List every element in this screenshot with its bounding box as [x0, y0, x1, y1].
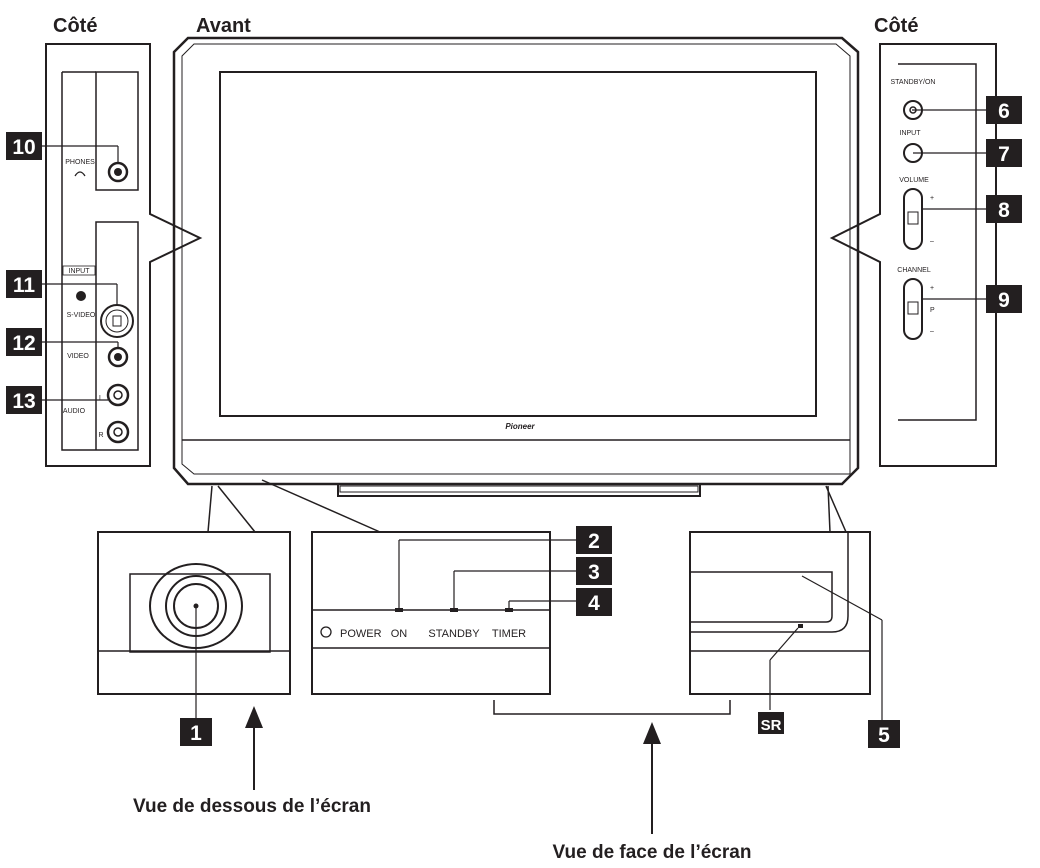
bottom-view-detail	[97, 485, 291, 695]
callout-13: 13	[6, 386, 42, 414]
channel-rocker	[903, 278, 923, 340]
front-view-bracket	[493, 700, 731, 715]
callout-10: 10	[6, 132, 42, 160]
arrow-front-view	[643, 722, 661, 834]
callout-11: 11	[6, 270, 42, 298]
callout-7: 7	[986, 139, 1022, 167]
svg-text:1: 1	[190, 722, 202, 745]
callout-3: 3	[576, 557, 612, 585]
svg-text:P: P	[930, 307, 935, 314]
callout-5: 5	[868, 720, 900, 748]
power-icon	[320, 626, 332, 638]
power-label: POWER	[340, 628, 382, 640]
callout-8: 8	[986, 195, 1022, 223]
svideo-label: S-VIDEO	[67, 312, 96, 319]
section-title-side-right: Côté	[874, 15, 918, 37]
callouts: 1 2 3 4 5 6 7 8	[6, 96, 1022, 748]
svg-text:–: –	[930, 238, 934, 245]
svg-text:3: 3	[588, 561, 600, 584]
side-panel-right: STANDBY/ON INPUT VOLUME + – CHANNEL + P …	[829, 43, 997, 467]
video-label: VIDEO	[67, 353, 89, 360]
section-title-side-left: Côté	[53, 15, 97, 37]
svg-text:4: 4	[588, 592, 600, 615]
volume-label: VOLUME	[899, 177, 929, 184]
svg-text:7: 7	[998, 143, 1010, 166]
sr-sensor-dot	[798, 624, 803, 628]
callout-1: 1	[180, 718, 212, 746]
audio-left-jack	[106, 383, 130, 407]
indicator-panel-detail: POWER ON STANDBY TIMER	[261, 479, 551, 695]
audio-r-label: R	[98, 432, 103, 439]
svg-text:13: 13	[12, 390, 35, 413]
svg-text:9: 9	[998, 289, 1010, 312]
callout-9: 9	[986, 285, 1022, 313]
svg-text:SR: SR	[761, 717, 782, 734]
timer-indicator	[505, 608, 513, 612]
standby-indicator	[450, 608, 458, 612]
timer-label: TIMER	[492, 628, 526, 640]
on-label: ON	[391, 628, 408, 640]
caption-bottom-view: Vue de dessous de l’écran	[133, 796, 371, 817]
standby-on-label: STANDBY/ON	[891, 79, 936, 86]
section-title-front: Avant	[196, 15, 251, 37]
svg-text:5: 5	[878, 724, 890, 747]
svideo-icon	[76, 291, 86, 301]
caption-front-view: Vue de face de l’écran	[553, 842, 752, 863]
callout-6: 6	[986, 96, 1022, 124]
audio-label: AUDIO	[63, 408, 86, 415]
callout-4: 4	[576, 588, 612, 616]
standby-label: STANDBY	[428, 628, 480, 640]
phones-label: PHONES	[65, 159, 95, 166]
input-label-right: INPUT	[900, 130, 922, 137]
svg-text:+: +	[930, 195, 934, 202]
svg-text:–: –	[930, 328, 934, 335]
tv-front-view: Pioneer	[172, 36, 860, 497]
sr-logo: SR	[758, 712, 784, 734]
right-bottom-detail	[689, 485, 871, 695]
channel-label: CHANNEL	[897, 267, 931, 274]
svg-text:8: 8	[998, 199, 1010, 222]
svg-text:11: 11	[13, 274, 36, 297]
leader-lines	[42, 109, 986, 720]
svg-text:10: 10	[12, 136, 35, 159]
audio-right-jack	[106, 420, 130, 444]
callout-2: 2	[576, 526, 612, 554]
side-panel-left: PHONES INPUT S-VIDEO VIDEO AUDIO L R	[45, 43, 203, 467]
volume-rocker	[903, 188, 923, 250]
svg-text:+: +	[930, 285, 934, 292]
brand-logo: Pioneer	[505, 422, 535, 431]
svg-text:6: 6	[998, 100, 1010, 123]
svg-text:2: 2	[588, 530, 600, 553]
input-label-left: INPUT	[69, 268, 91, 275]
headphones-icon	[74, 171, 86, 177]
on-indicator	[395, 608, 403, 612]
svg-text:12: 12	[12, 332, 35, 355]
arrow-bottom-view	[245, 706, 263, 790]
audio-l-label: L	[99, 395, 103, 402]
callout-12: 12	[6, 328, 42, 356]
